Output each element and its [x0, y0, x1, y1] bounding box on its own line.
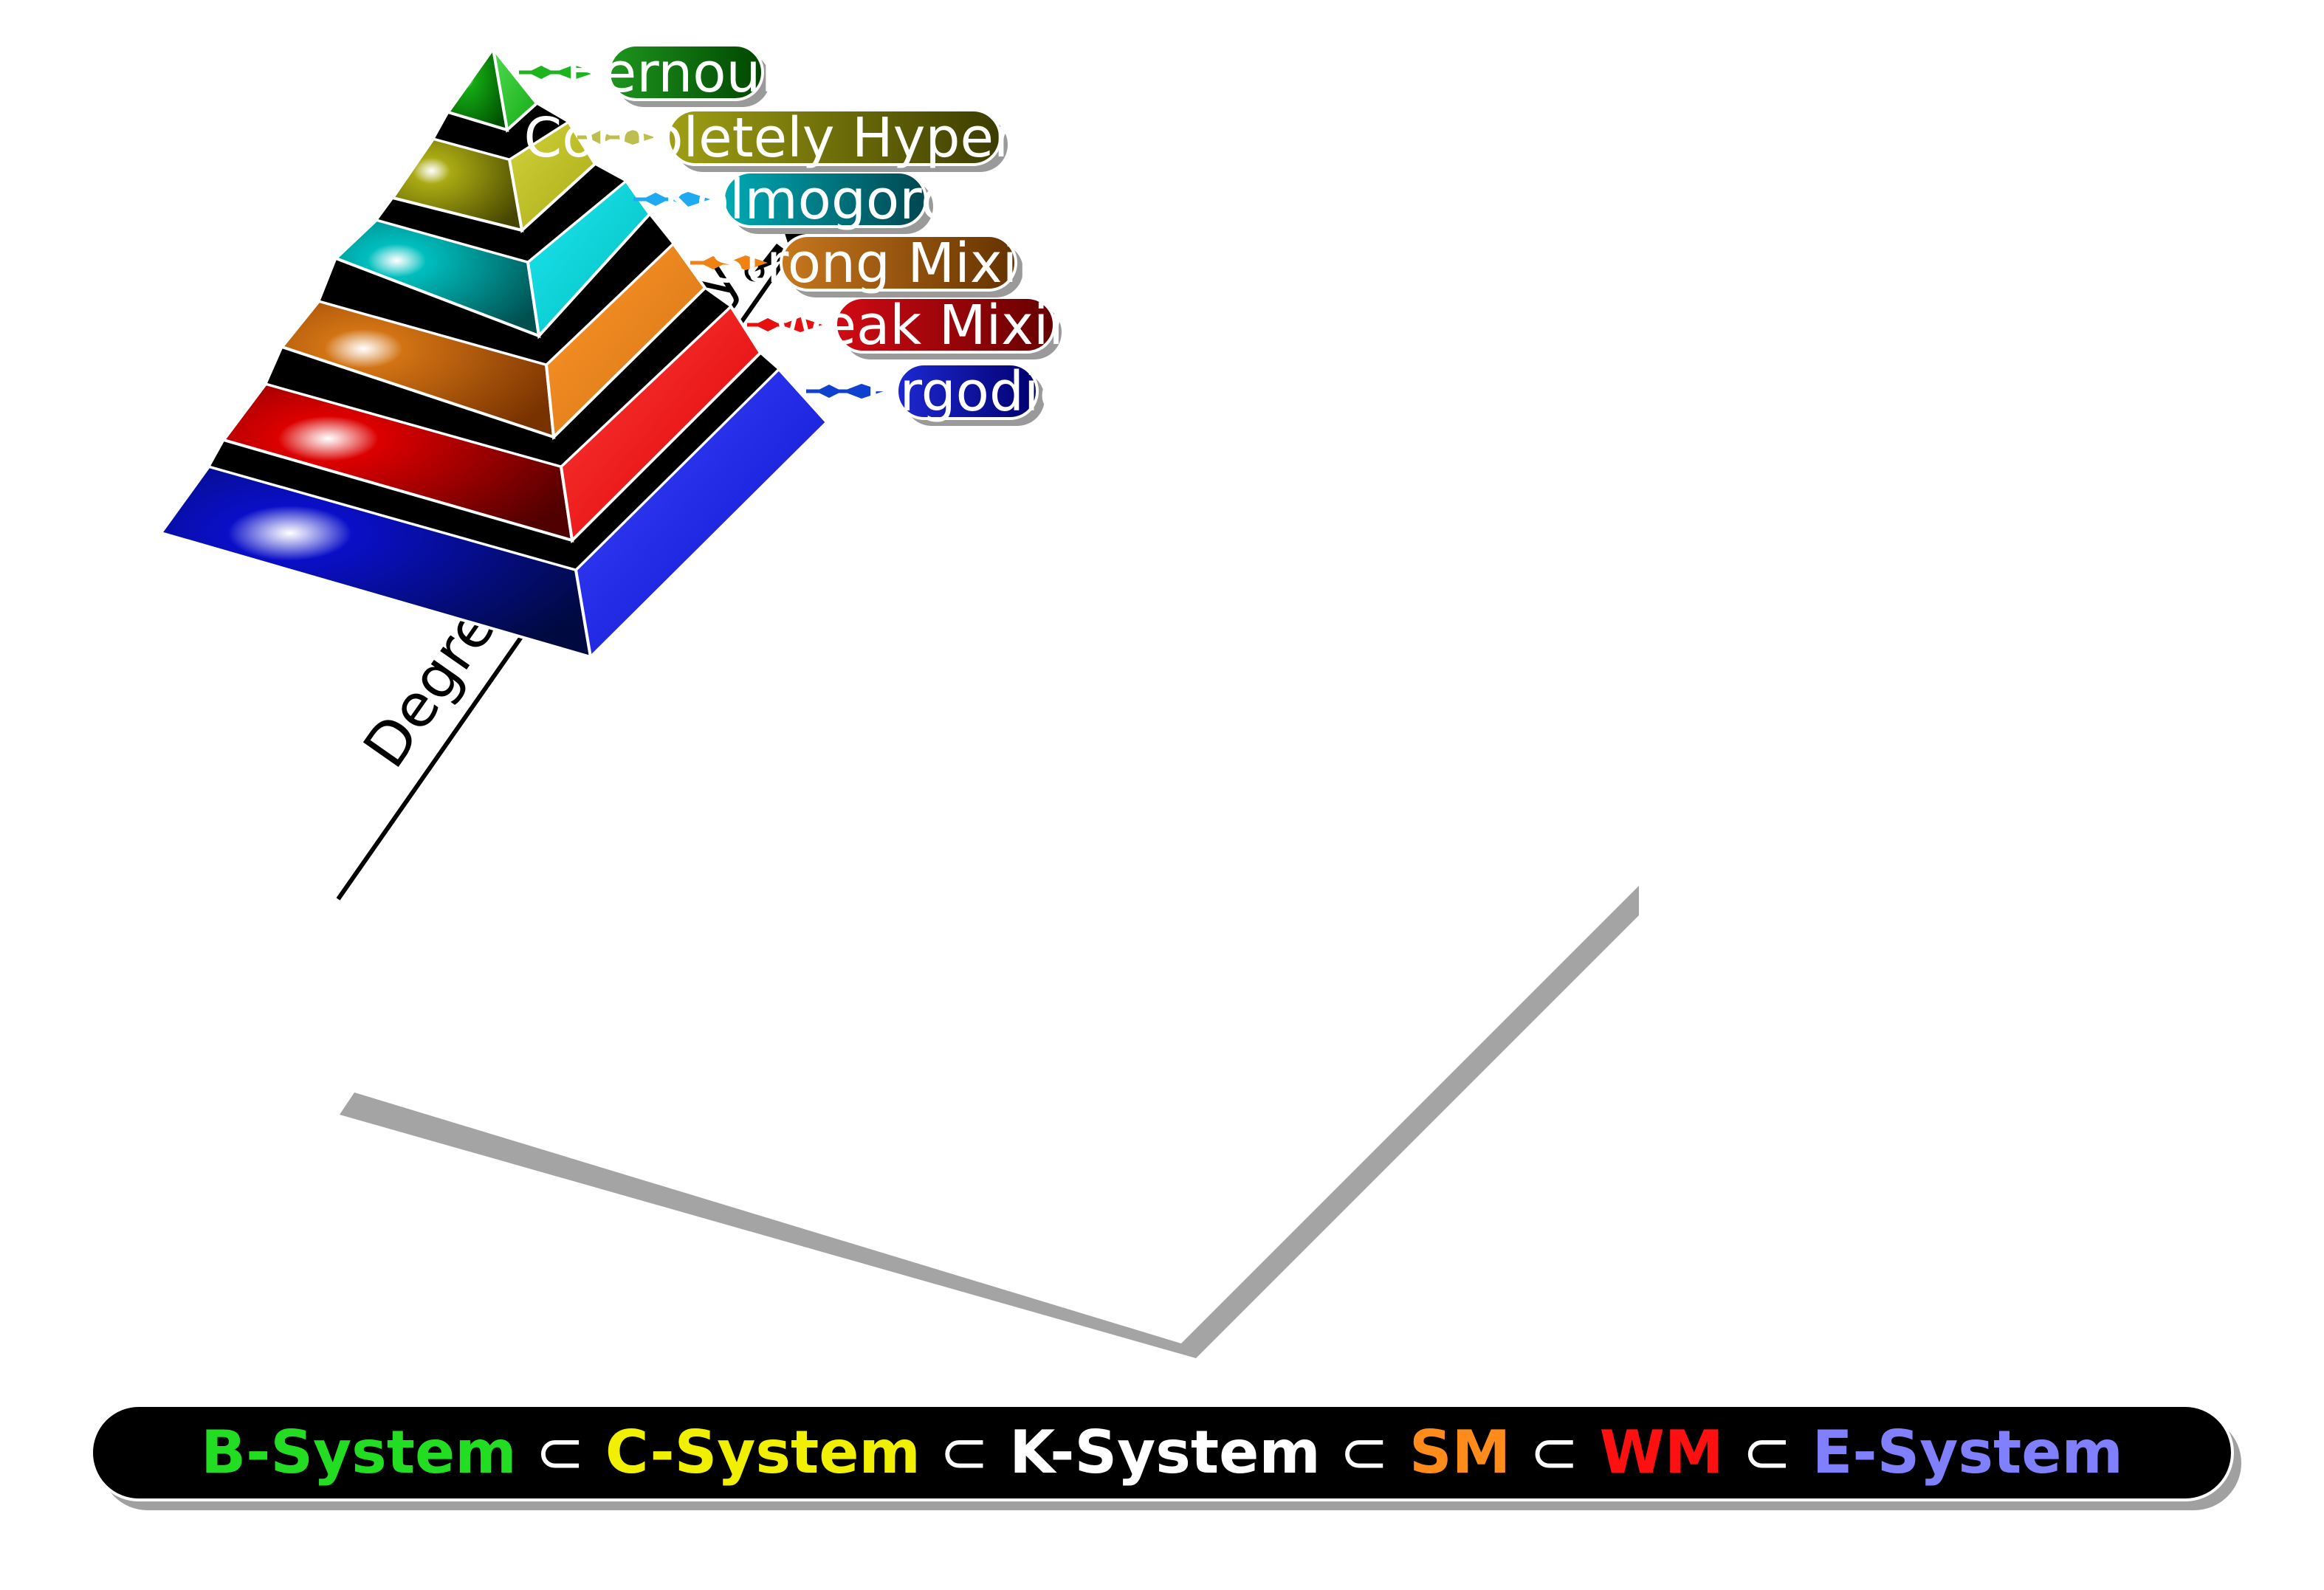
label-strong-mixing: Strong Mixing [710, 232, 1087, 297]
pyramid [158, 44, 829, 661]
label-ergodic: Ergodic [865, 360, 1069, 426]
connector-arrow-icon [700, 255, 768, 270]
hierarchy-item: SM [1389, 1418, 1510, 1487]
label-pill [667, 109, 1002, 166]
label-pill [608, 44, 764, 101]
hierarchy-item: E-System [1792, 1418, 2123, 1487]
label-completely-hyperbolic: Completely Hyperbolic [524, 106, 1145, 172]
label-bernoulli: Bernoulli [565, 41, 806, 107]
subset-symbol: ⊂ [921, 1418, 989, 1487]
connector-arrow-icon [587, 130, 655, 145]
label-pill-text: Bernoulli [565, 41, 806, 105]
label-pill-text: Kolmogorov [663, 168, 986, 232]
hierarchy-item: WM [1579, 1418, 1724, 1487]
subset-symbol: ⊂ [1510, 1418, 1578, 1487]
subset-symbol: ⊂ [1321, 1418, 1389, 1487]
hierarchy-item: K-System [989, 1418, 1320, 1487]
hierarchy-item: B-System [201, 1418, 516, 1487]
label-weak-mixing: Weak Mixing [772, 294, 1118, 359]
connectors [519, 65, 884, 399]
label-pill-text: Weak Mixing [772, 294, 1118, 357]
label-pill [780, 234, 1017, 292]
connector-arrow-icon [528, 65, 596, 80]
label-pill-text: Strong Mixing [710, 232, 1087, 295]
label-pill-text: Ergodic [865, 360, 1069, 424]
pyramid-shadow [340, 886, 1639, 1358]
label-kolmogorov: Kolmogorov [663, 168, 986, 234]
hierarchy-bar: B-System ⊂ C-System ⊂ K-System ⊂ SM ⊂ WM… [90, 1404, 2241, 1510]
hierarchy-bar-background [90, 1404, 2234, 1501]
hierarchy-item: C-System [585, 1418, 921, 1487]
connector-arrow-icon [642, 192, 710, 207]
subset-symbol: ⊂ [517, 1418, 585, 1487]
label-pill-text: Completely Hyperbolic [524, 106, 1145, 170]
subset-symbol: ⊂ [1723, 1418, 1791, 1487]
tier-side-face [492, 47, 539, 133]
connector-arrow-icon [816, 384, 884, 399]
hierarchy-text: B-System ⊂ C-System ⊂ K-System ⊂ SM ⊂ WM… [201, 1418, 2123, 1487]
tier-bernoulli [445, 44, 539, 133]
label-pill [895, 362, 1039, 420]
connector-arrow-icon [754, 317, 822, 332]
